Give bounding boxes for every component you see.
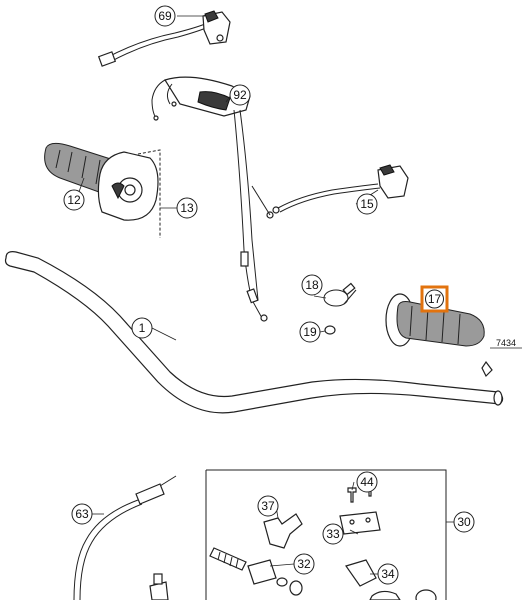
callout-18: 18 xyxy=(301,274,323,296)
callout-13: 13 xyxy=(176,197,198,219)
callout-15: 15 xyxy=(356,193,378,215)
callout-32: 32 xyxy=(293,553,315,575)
callout-34: 34 xyxy=(377,563,399,585)
svg-text:37: 37 xyxy=(261,499,275,513)
svg-text:32: 32 xyxy=(297,557,311,571)
throttle-housing-part xyxy=(97,149,161,238)
right-switch-part xyxy=(272,164,409,214)
svg-text:33: 33 xyxy=(326,527,340,541)
callout-33: 33 xyxy=(322,523,344,545)
svg-text:1: 1 xyxy=(139,321,146,335)
callout-44: 44 xyxy=(356,471,378,493)
svg-text:13: 13 xyxy=(180,201,194,215)
kill-switch-part xyxy=(97,10,231,67)
right-grip-part xyxy=(385,293,485,347)
svg-text:34: 34 xyxy=(381,567,395,581)
kit-parts xyxy=(209,481,437,600)
svg-text:15: 15 xyxy=(360,197,374,211)
svg-text:12: 12 xyxy=(67,193,81,207)
svg-text:17: 17 xyxy=(428,292,442,306)
svg-text:30: 30 xyxy=(457,515,471,529)
callout-69: 69 xyxy=(154,5,176,27)
svg-text:18: 18 xyxy=(305,278,319,292)
svg-text:44: 44 xyxy=(360,475,374,489)
bar-end-plug-part xyxy=(481,347,522,378)
callout-17: 17 xyxy=(420,285,449,313)
callout-63: 63 xyxy=(71,503,93,525)
svg-text:92: 92 xyxy=(233,88,247,102)
callout-30: 30 xyxy=(453,511,475,533)
callout-37: 37 xyxy=(257,495,279,517)
svg-text:63: 63 xyxy=(75,507,89,521)
ring-part xyxy=(324,325,336,335)
throttle-cable-part xyxy=(151,76,274,322)
cable-tie-part xyxy=(323,282,357,307)
ref-label-7434: 7434 xyxy=(496,338,516,348)
svg-text:69: 69 xyxy=(158,9,172,23)
hot-start-kit-box xyxy=(205,469,447,600)
hot-start-cable-part xyxy=(73,475,177,600)
callout-92: 92 xyxy=(229,84,251,106)
callout-19: 19 xyxy=(299,321,321,343)
handlebar-part xyxy=(4,251,504,414)
svg-text:19: 19 xyxy=(303,325,317,339)
callout-1: 1 xyxy=(131,317,153,339)
callout-12: 12 xyxy=(63,189,85,211)
